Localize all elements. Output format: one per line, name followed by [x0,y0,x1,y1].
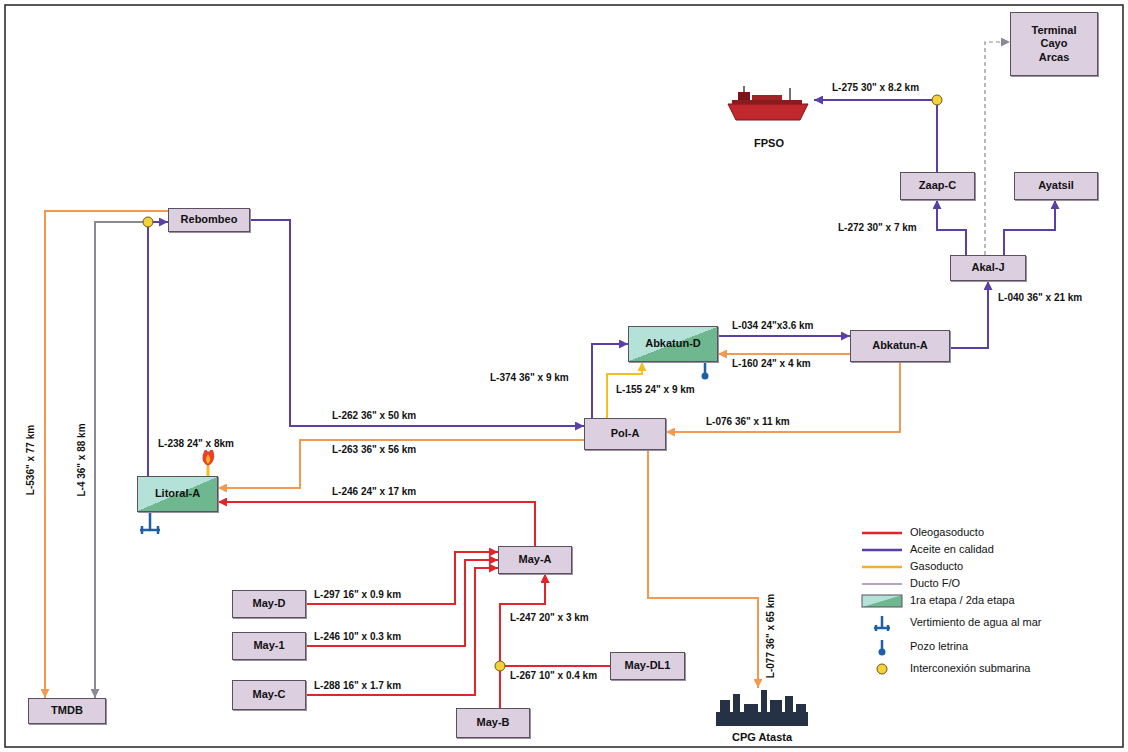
pipeline-connector [814,100,937,172]
pipeline-label: L-076 36" x 11 km [704,416,792,428]
legend-text: Gasoducto [910,560,963,573]
platform-box: Pol-A [584,418,666,450]
pipeline-label: L-4 36" x 88 km [76,421,88,498]
pipeline-label: L-275 30" x 8.2 km [830,82,921,94]
pipeline-label: L-263 36" x 56 km [330,444,418,456]
pipeline-connector [218,440,584,488]
node-label: Pol-A [611,427,640,440]
node-label: May-B [476,716,509,729]
pipeline-connector [306,560,498,646]
plant-illustration [716,690,808,726]
platform-box: Abkatun-A [850,330,950,362]
pipeline-connector [950,281,988,348]
platform-box: Akal-J [950,255,1026,281]
pipeline-label: L-374 36" x 9 km [488,372,571,384]
platform-box: May-A [498,546,572,574]
legend-samples [862,533,902,674]
pipeline-connector [937,200,966,255]
pipeline-label: L-247 20" x 3 km [508,612,591,624]
pipeline-label: L-272 30" x 7 km [836,222,919,234]
node-label: Abkatun-A [872,339,928,352]
pipeline-connector [45,211,168,698]
node-label: May-DL1 [625,659,671,672]
pipeline-label: L-034 24"x3.6 km [730,320,815,332]
node-label: Zaap-C [919,179,956,192]
node-label: Akal-J [971,261,1004,274]
platform-box: Terminal Cayo Arcas [1010,12,1098,76]
facility-node: CPG Atasta [712,688,812,744]
pipeline-connector [500,574,545,708]
node-label: TMDB [51,704,83,717]
ship-illustration [728,86,808,120]
node-label: Abkatun-D [645,337,701,350]
platform-box: May-D [232,590,306,618]
node-label: CPG Atasta [732,731,792,744]
node-label: Litoral-A [155,487,200,500]
pipeline-connector [1004,200,1055,255]
node-label: Terminal Cayo Arcas [1026,24,1082,64]
platform-box: Zaap-C [900,172,975,200]
legend-text: Ducto F/O [910,577,960,590]
node-label: May-D [252,597,285,610]
platform-box: May-B [456,708,530,738]
pipeline-label: L-155 24" x 9 km [614,384,697,396]
node-label: Ayatsil [1038,179,1074,192]
node-label: May-1 [253,639,284,652]
platform-box: Abkatun-D [628,326,718,362]
pipeline-label: L-267 10" x 0.4 km [508,670,599,682]
pipeline-connector [250,220,584,426]
pipeline-connector [718,335,850,337]
pipeline-label: L-040 36" x 21 km [996,292,1084,304]
pipeline-label: L-246 10" x 0.3 km [312,631,403,643]
pipeline-label: L-160 24" x 4 km [730,358,813,370]
pipeline-connector [592,344,628,418]
pipeline-label: L-297 16" x 0.9 km [312,589,403,601]
pipeline-connector [218,502,535,546]
legend-text: Interconexión submarina [910,662,1030,675]
node-label: May-A [518,553,551,566]
pipeline-label: L-238 24" x 8km [156,438,236,450]
node-label: FPSO [754,137,784,150]
platform-box: Rebombeo [168,208,250,232]
pipeline-connector [985,42,1010,255]
flare-symbol [203,446,215,476]
platform-box: May-1 [232,632,306,660]
pipeline-label: L-077 36" x 65 km [765,592,777,680]
legend-text: Vertimiento de agua al mar [910,616,1041,629]
pipeline-connector [666,362,900,432]
pipeline-label: L-246 24" x 17 km [330,486,418,498]
subsea-interconnection [143,95,942,671]
legend-text: 1ra etapa / 2da etapa [910,594,1015,607]
legend-text: Oleogasoducto [910,526,984,539]
platform-box: Ayatsil [1014,172,1098,200]
pipeline-connector [500,574,610,666]
pipeline-label: L-288 16" x 1.7 km [312,680,403,692]
platform-box: May-DL1 [610,652,685,680]
platform-box: Litoral-A [137,476,218,512]
legend-text: Aceite en calidad [910,543,994,556]
disposal-well-symbol [702,362,709,380]
frame [5,5,1123,747]
pipeline-label: L-262 36" x 50 km [330,410,418,422]
pipeline-connector [306,568,498,695]
node-label: Rebombeo [181,213,238,226]
pipeline-connector [718,353,850,355]
platform-box: May-C [232,680,306,710]
legend-text: Pozo letrina [910,640,968,653]
facility-node: FPSO [724,84,814,150]
pipeline-label: L-536" x 77 km [25,423,37,497]
node-label: May-C [252,688,285,701]
platform-box: TMDB [28,698,106,724]
pipeline-connector [95,222,168,698]
water-discharge-symbol [140,512,160,534]
